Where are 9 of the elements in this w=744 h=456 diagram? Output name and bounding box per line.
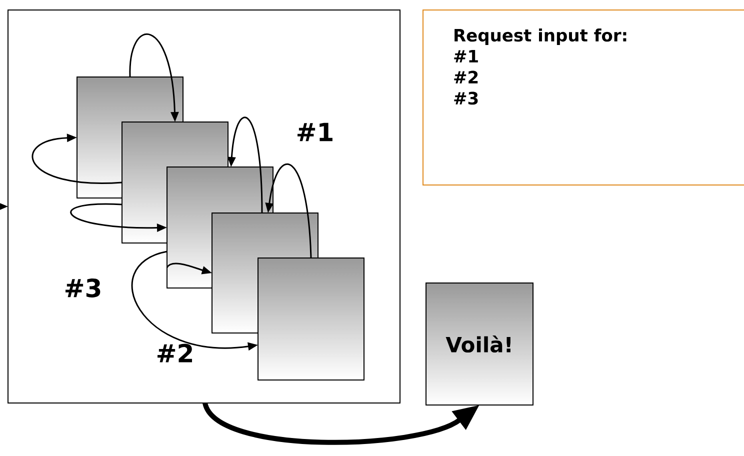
page-box xyxy=(258,258,364,380)
frame-box xyxy=(8,10,400,404)
step-label: #1 xyxy=(298,122,332,142)
step-label: #3 xyxy=(66,278,100,298)
step-label: #2 xyxy=(158,344,192,362)
arrow xyxy=(32,134,122,184)
note-box: Request input for: #1 #2 #3 xyxy=(422,10,744,186)
arrow xyxy=(265,163,312,258)
result-page: Voilà! xyxy=(426,282,534,406)
